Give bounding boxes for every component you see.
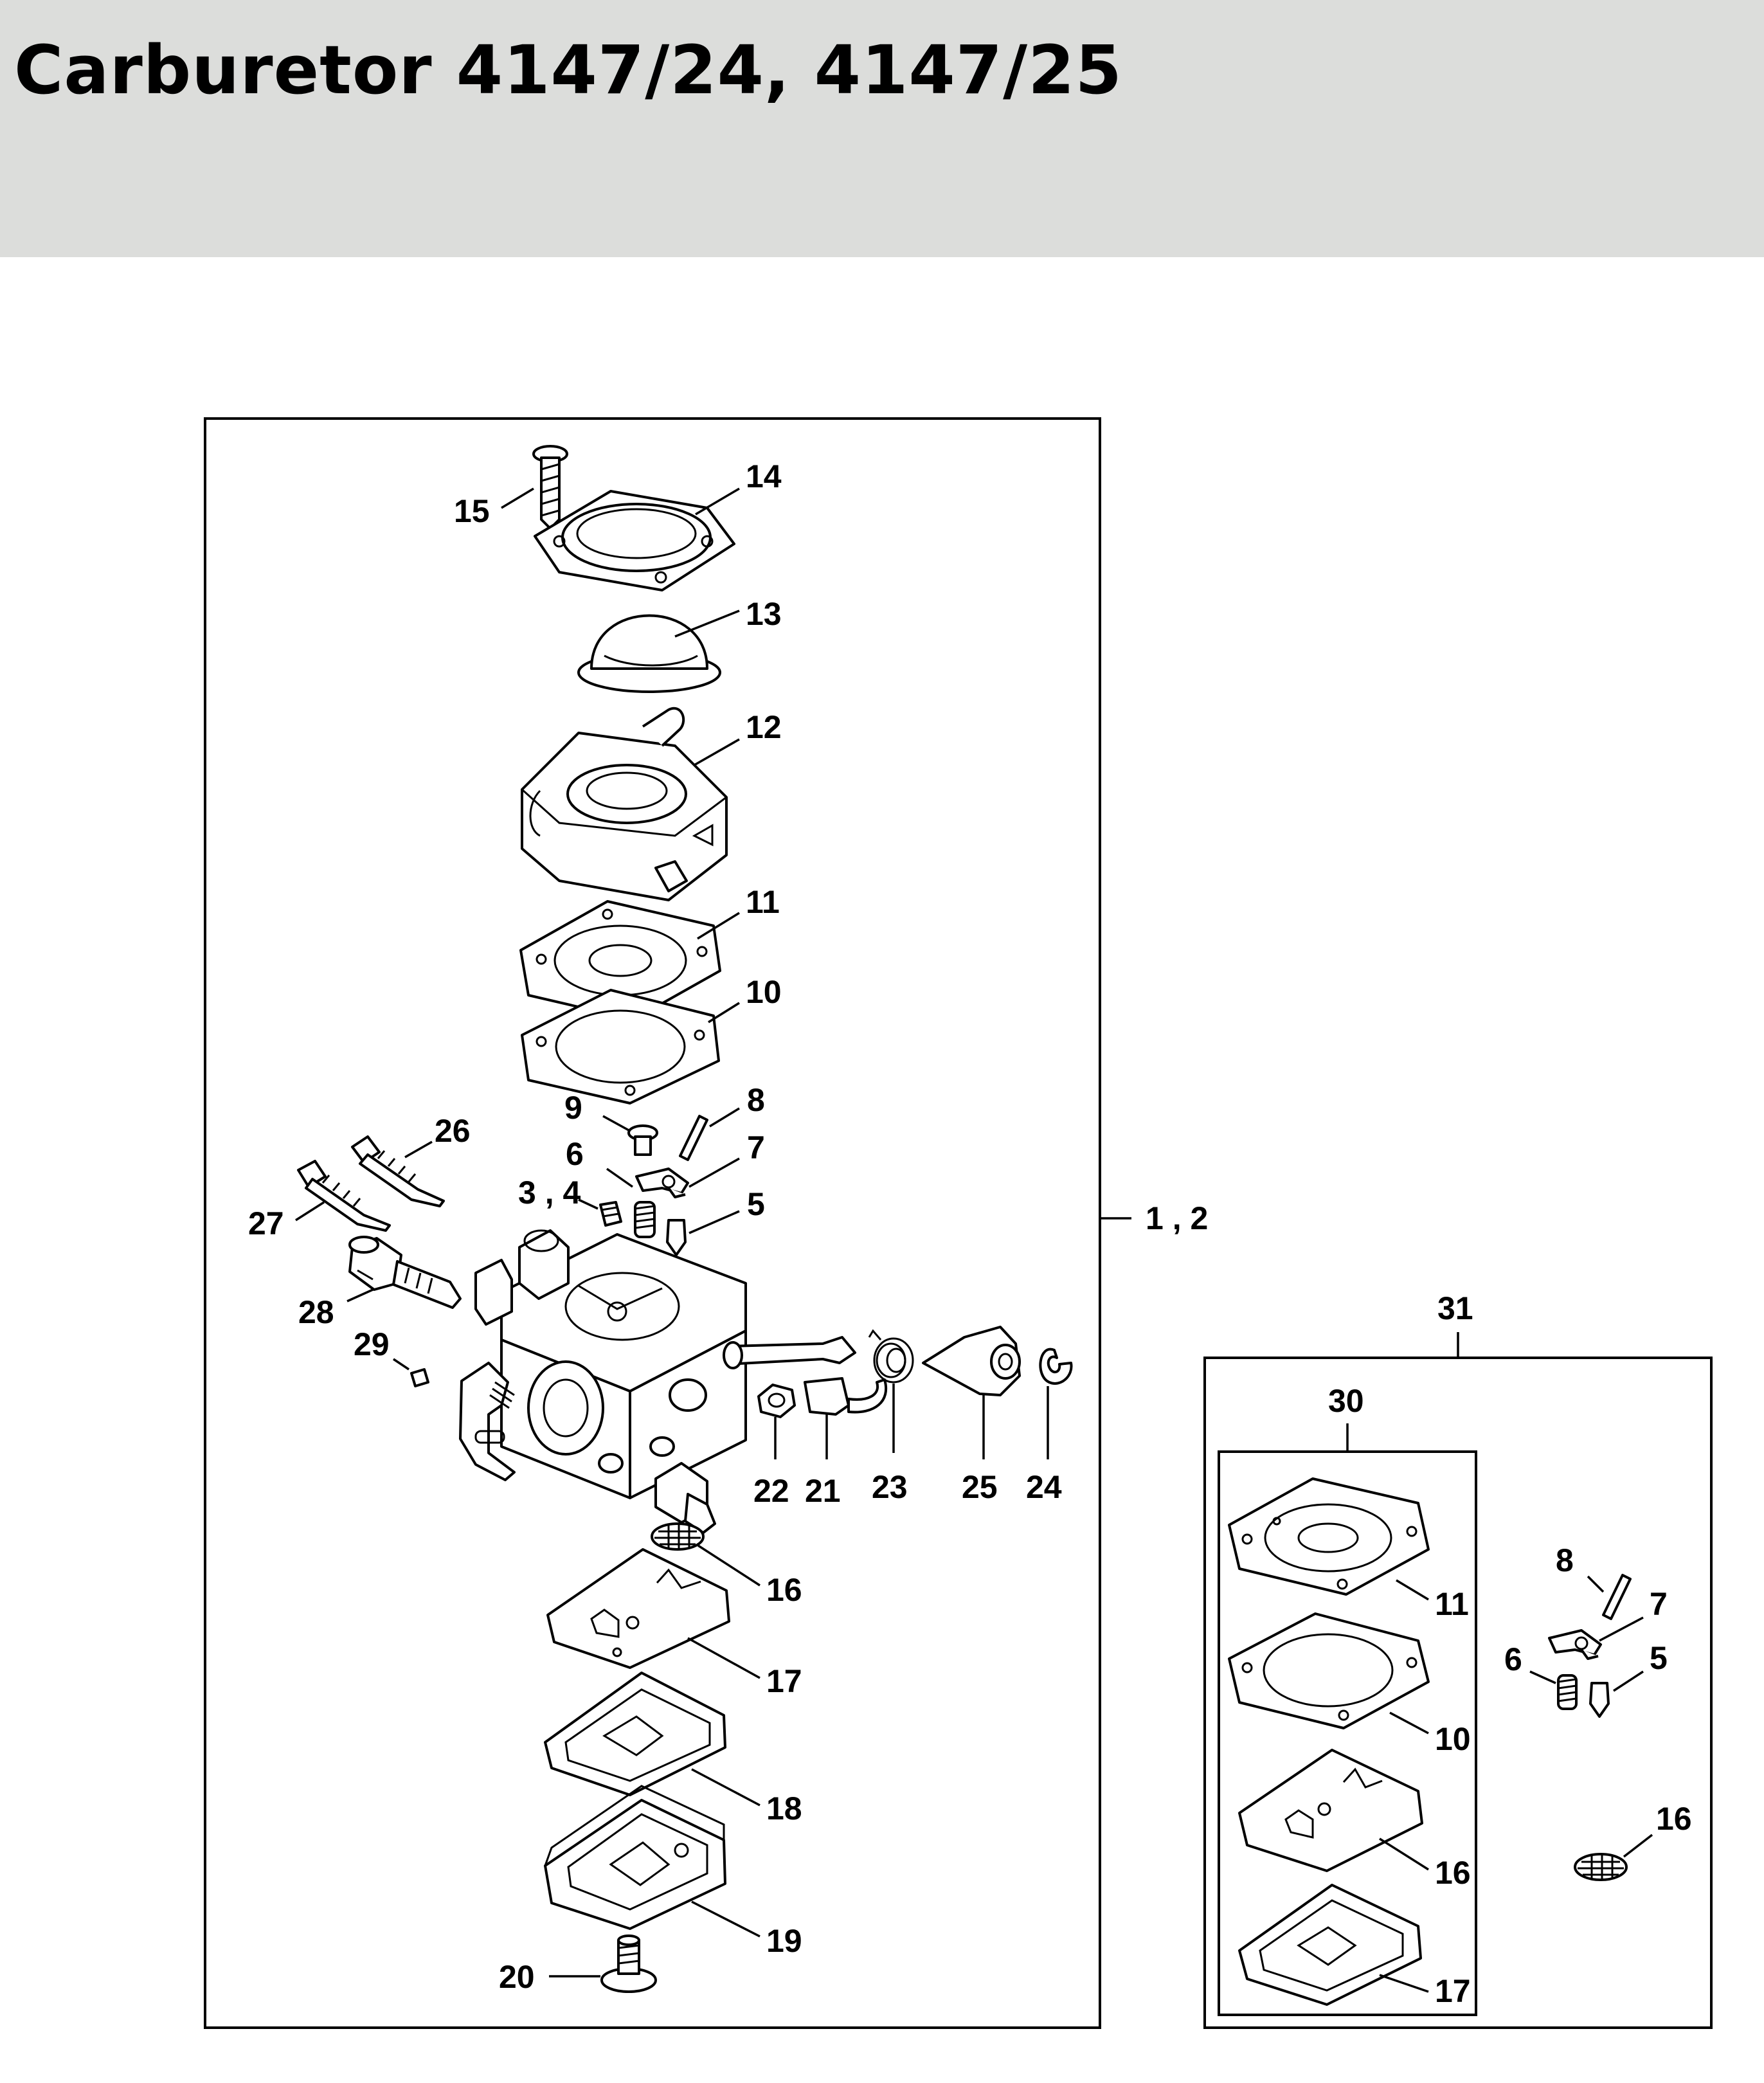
part-13-primer-bulb	[577, 614, 721, 693]
header-bar: Carburetor 4147/24, 4147/25	[0, 0, 1764, 257]
page-title: Carburetor 4147/24, 4147/25	[14, 31, 1122, 109]
kit-part-16-screen	[1574, 1853, 1628, 1881]
throttle-shaft	[723, 1336, 856, 1369]
part-26-adjusting-screw	[351, 1135, 445, 1207]
label-17: 17	[766, 1663, 802, 1699]
label-10: 10	[746, 974, 782, 1010]
label-30: 30	[1328, 1383, 1364, 1419]
kit-label-16: 16	[1435, 1855, 1471, 1891]
part-14-cover	[534, 490, 735, 591]
kit-label-16b: 16	[1656, 1801, 1692, 1837]
kit-label-17: 17	[1435, 1973, 1471, 2009]
part-5-needle	[666, 1219, 687, 1256]
part-15-screw	[532, 445, 568, 530]
part-19-cover	[544, 1785, 726, 1930]
label-26: 26	[435, 1113, 471, 1149]
kit-label-7: 7	[1650, 1586, 1668, 1622]
part-22-nut	[757, 1384, 796, 1418]
label-31: 31	[1437, 1290, 1473, 1326]
part-24-clip	[1039, 1348, 1073, 1385]
part-8-pin	[679, 1115, 708, 1161]
part-29-pin	[410, 1368, 429, 1387]
label-27: 27	[248, 1205, 284, 1241]
part-10-gasket	[521, 989, 720, 1105]
label-3-4: 3 , 4	[518, 1175, 580, 1211]
main-assembly-frame	[204, 417, 1101, 2029]
label-25: 25	[962, 1469, 998, 1505]
part-27-adjusting-screw	[297, 1160, 391, 1232]
part-20-screw	[600, 1934, 657, 1993]
kit-part-7-lever	[1548, 1629, 1602, 1660]
part-12-housing	[521, 707, 728, 901]
label-20: 20	[499, 1959, 535, 1995]
kit-label-11: 11	[1435, 1586, 1469, 1622]
kit-label-8: 8	[1556, 1542, 1574, 1578]
part-9-screw	[627, 1124, 658, 1156]
label-13: 13	[746, 596, 782, 632]
kit-part-17-gasket	[1238, 1884, 1422, 2006]
label-18: 18	[766, 1790, 802, 1826]
label-14: 14	[746, 458, 782, 494]
label-1-2: 1 , 2	[1146, 1200, 1208, 1236]
part-21-bracket	[804, 1377, 888, 1416]
label-11: 11	[746, 884, 780, 920]
label-16: 16	[766, 1572, 802, 1608]
kit-label-10: 10	[1435, 1721, 1471, 1757]
part-18-gasket	[544, 1672, 726, 1796]
kit-part-8-pin	[1602, 1574, 1632, 1620]
part-16-screen	[651, 1522, 705, 1551]
kit-part-11-diaphragm	[1228, 1477, 1430, 1596]
kit-label-5: 5	[1650, 1640, 1668, 1676]
label-5: 5	[747, 1186, 765, 1222]
kit-part-5-needle	[1589, 1682, 1610, 1718]
part-28-screw-assembly	[348, 1236, 462, 1309]
kit-part-16-gasket	[1238, 1749, 1423, 1872]
label-23: 23	[872, 1469, 908, 1505]
part-17-gasket	[546, 1548, 730, 1669]
label-12: 12	[746, 709, 782, 745]
label-8: 8	[747, 1082, 765, 1118]
label-19: 19	[766, 1923, 802, 1959]
label-7: 7	[747, 1130, 765, 1166]
part-3-4-plug	[599, 1201, 622, 1227]
kit-part-10-gasket	[1228, 1612, 1430, 1729]
label-29: 29	[354, 1326, 390, 1362]
part-6-spring	[634, 1201, 656, 1238]
part-23-spring	[868, 1329, 914, 1384]
carburetor-body	[459, 1229, 747, 1534]
kit-label-6: 6	[1504, 1641, 1522, 1677]
label-22: 22	[753, 1473, 789, 1509]
part-25-lever	[922, 1326, 1021, 1396]
label-24: 24	[1026, 1469, 1062, 1505]
label-15: 15	[454, 493, 490, 529]
label-28: 28	[298, 1294, 334, 1330]
part-11-diaphragm	[519, 900, 721, 1021]
label-6: 6	[566, 1136, 584, 1172]
part-7-lever	[635, 1168, 689, 1198]
label-21: 21	[805, 1473, 841, 1509]
label-9: 9	[564, 1090, 582, 1126]
kit-part-6-spring	[1557, 1674, 1578, 1710]
